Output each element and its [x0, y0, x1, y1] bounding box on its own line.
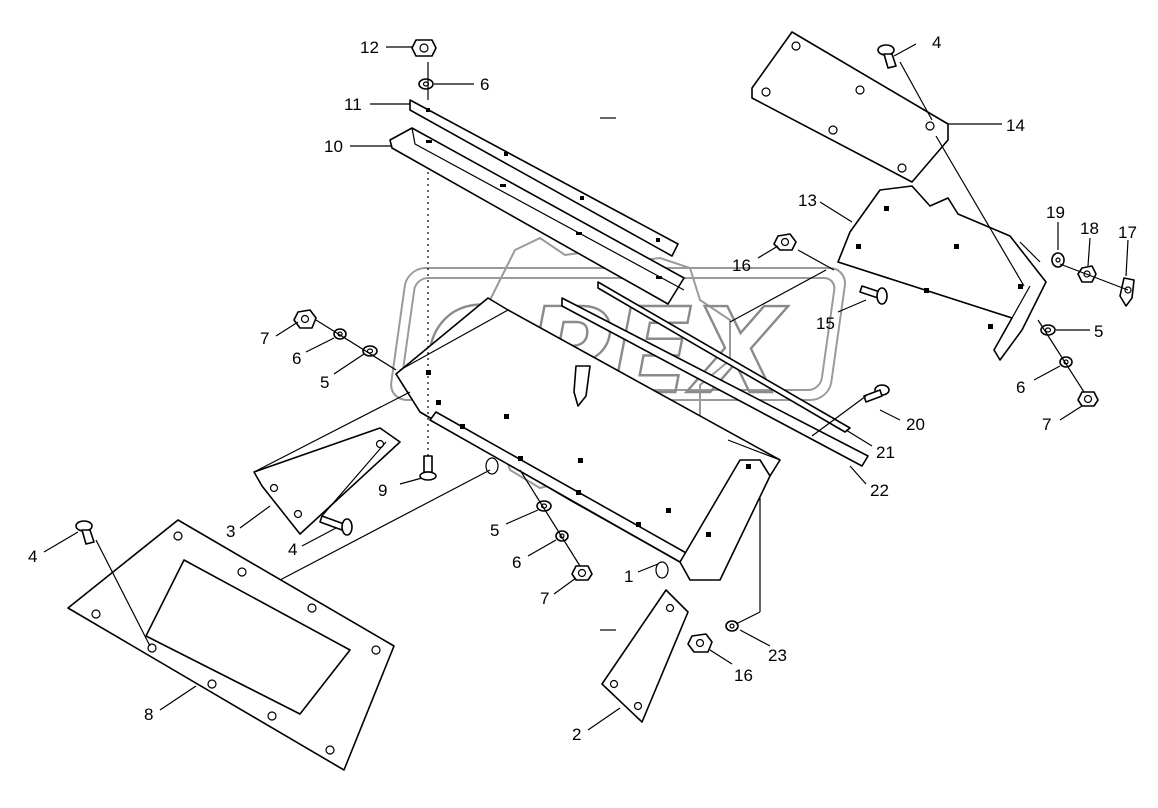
part-8-frame	[67, 519, 395, 771]
callout-17: 17	[1118, 223, 1137, 242]
callout-18: 18	[1080, 219, 1099, 238]
callout-12: 12	[360, 38, 379, 57]
part-21-strip	[597, 281, 851, 433]
callout-23: 23	[768, 646, 787, 665]
callout-6-center: 6	[512, 553, 521, 572]
callout-5-right: 5	[1094, 322, 1103, 341]
callout-5-left: 5	[320, 373, 329, 392]
callout-11: 11	[344, 95, 362, 114]
callout-3: 3	[226, 522, 235, 541]
stray-marks	[600, 117, 616, 631]
part-1-tray	[395, 297, 781, 581]
callout-6-right: 6	[1016, 378, 1025, 397]
callout-15: 15	[816, 314, 835, 333]
part-13-bracket	[837, 185, 1047, 361]
part-3-plate	[253, 391, 411, 535]
bolt-4-mid	[319, 515, 345, 531]
callout-20: 20	[906, 415, 925, 434]
part-14-cover-plate	[751, 31, 949, 183]
fasteners	[75, 39, 1135, 653]
callout-7-center: 7	[540, 589, 549, 608]
part-11-strip	[409, 99, 679, 257]
bolt-9	[423, 455, 433, 473]
callout-2: 2	[572, 725, 581, 744]
assembly-lines	[95, 61, 1129, 647]
callout-8: 8	[144, 705, 153, 724]
callout-labels: 12 6 11 10 4 14 13 16 15 19 18 17 5 6 7 …	[28, 33, 1137, 744]
callout-4-top: 4	[932, 33, 941, 52]
callout-21: 21	[876, 443, 895, 462]
part-2-plate	[601, 589, 689, 723]
part-10-strip	[389, 127, 685, 305]
callout-4-left: 4	[28, 547, 37, 566]
callout-16-lower: 16	[734, 666, 753, 685]
part-22-strip	[561, 297, 869, 467]
callout-1: 1	[624, 567, 633, 586]
callout-6-left: 6	[292, 349, 301, 368]
callout-16-upper: 16	[732, 256, 751, 275]
callout-7-left: 7	[260, 329, 269, 348]
callout-7-right: 7	[1042, 415, 1051, 434]
callout-19: 19	[1046, 203, 1065, 222]
callout-10: 10	[324, 137, 343, 156]
callout-6-top: 6	[480, 75, 489, 94]
callout-14: 14	[1006, 116, 1025, 135]
label-leaders	[43, 43, 1129, 731]
callout-22: 22	[870, 481, 889, 500]
callout-9: 9	[378, 481, 387, 500]
callout-13: 13	[798, 191, 817, 210]
callout-4-mid: 4	[288, 540, 297, 559]
callout-5-center: 5	[490, 521, 499, 540]
